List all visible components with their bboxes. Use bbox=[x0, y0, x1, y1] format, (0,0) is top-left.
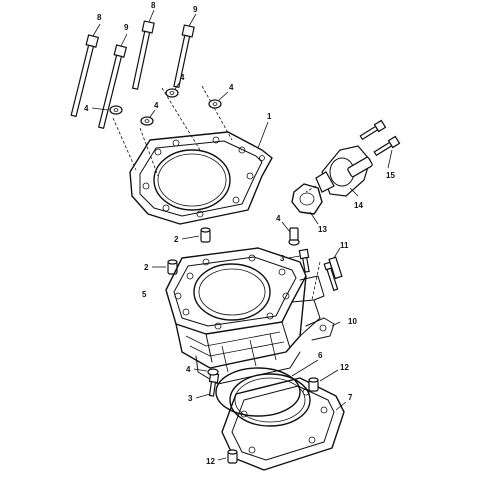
label-12b: 12 bbox=[206, 457, 215, 466]
label-14: 14 bbox=[354, 201, 363, 210]
label-8b: 8 bbox=[151, 1, 156, 10]
o-ring bbox=[215, 359, 319, 417]
label-1: 1 bbox=[267, 112, 272, 121]
label-2a: 2 bbox=[174, 235, 179, 244]
label-6: 6 bbox=[318, 351, 323, 360]
label-4b: 4 bbox=[154, 101, 159, 110]
tensioner-bolts bbox=[359, 119, 401, 169]
label-5: 5 bbox=[142, 290, 147, 299]
bolts-lower bbox=[193, 221, 310, 399]
label-9b: 9 bbox=[193, 5, 198, 14]
cylinder-block bbox=[165, 247, 341, 385]
label-13: 13 bbox=[318, 225, 327, 234]
head-gasket bbox=[129, 121, 273, 225]
stud-bolt-right bbox=[311, 247, 343, 301]
label-8a: 8 bbox=[97, 13, 102, 22]
label-4e: 4 bbox=[276, 214, 281, 223]
label-4a: 4 bbox=[84, 104, 89, 113]
label-15: 15 bbox=[386, 171, 395, 180]
label-12a: 12 bbox=[340, 363, 349, 372]
label-11: 11 bbox=[340, 241, 349, 250]
dowel-pins-lower bbox=[217, 369, 339, 464]
tensioner-gasket bbox=[291, 183, 323, 225]
label-4f: 4 bbox=[186, 365, 191, 374]
base-gasket bbox=[221, 373, 347, 471]
washers-upper bbox=[91, 81, 229, 126]
label-4c: 4 bbox=[180, 73, 185, 82]
label-9a: 9 bbox=[124, 23, 129, 32]
label-10: 10 bbox=[348, 317, 357, 326]
label-7: 7 bbox=[348, 393, 353, 402]
long-stud-bolts bbox=[70, 9, 233, 177]
label-3a: 3 bbox=[280, 254, 285, 263]
label-3b: 3 bbox=[188, 394, 193, 403]
part-labels: 8 9 8 9 4 4 4 4 1 2 2 4 3 5 11 13 14 15 … bbox=[84, 1, 395, 466]
label-4d: 4 bbox=[229, 83, 234, 92]
dowel-pins bbox=[152, 227, 211, 275]
cam-chain-tensioner bbox=[305, 145, 373, 197]
label-2b: 2 bbox=[144, 263, 149, 272]
